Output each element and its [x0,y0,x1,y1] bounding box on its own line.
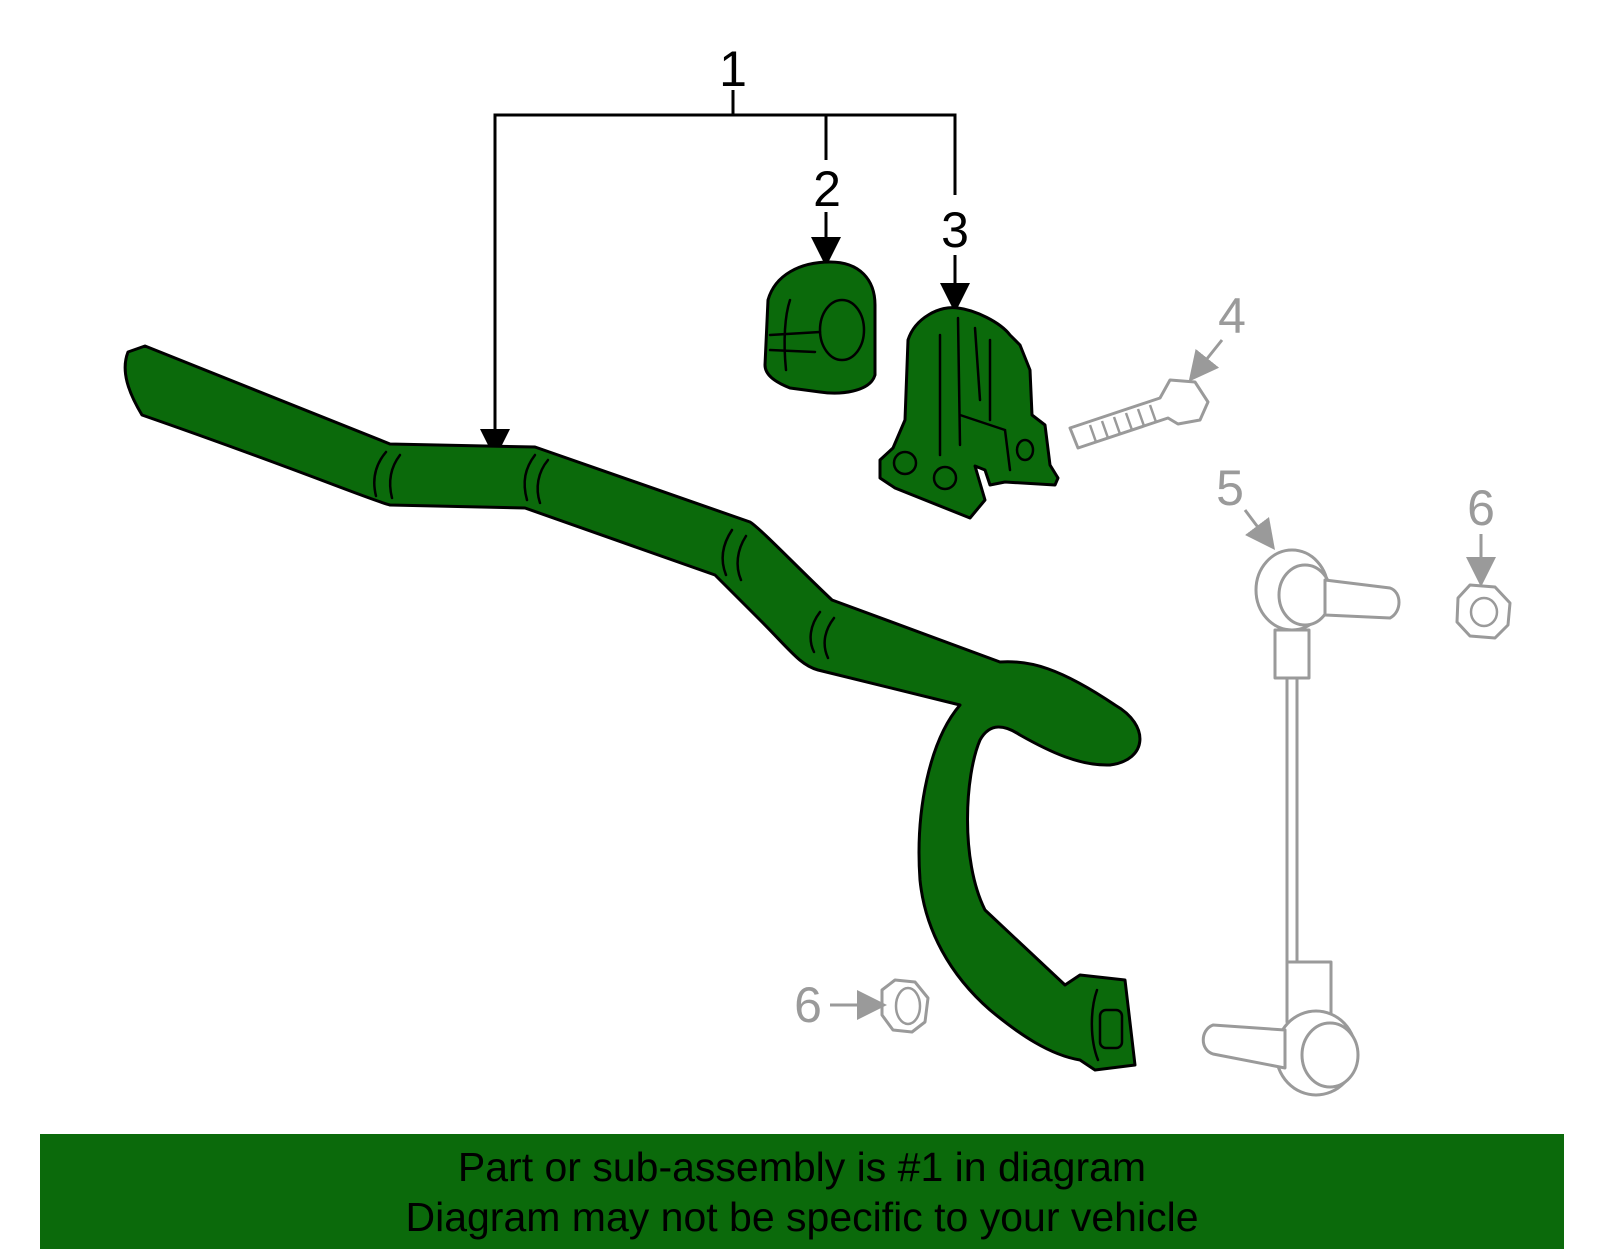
banner-line-1: Part or sub-assembly is #1 in diagram [457,1144,1147,1190]
callout-4-arrow [1188,339,1224,382]
bushing[interactable] [763,260,877,395]
callout-5[interactable]: 5 [1216,460,1244,516]
nut-bottom[interactable] [880,978,930,1034]
nut-top[interactable] [1455,583,1512,640]
info-banner: Part or sub-assembly is #1 in diagram Di… [40,1134,1564,1249]
callout-5-arrow [1243,509,1275,550]
callout-6-bottom[interactable]: 6 [794,977,822,1033]
callout-1-leader [480,90,957,459]
stabilizer-bar[interactable] [123,344,1142,1072]
bracket[interactable] [878,306,1060,520]
callout-6-top[interactable]: 6 [1467,480,1495,536]
callout-3[interactable]: 3 [941,202,969,258]
banner-line-2: Diagram may not be specific to your vehi… [405,1194,1199,1240]
callout-4[interactable]: 4 [1218,288,1246,344]
callout-1[interactable]: 1 [719,41,747,97]
callout-2[interactable]: 2 [813,161,841,217]
stabilizer-link[interactable] [1201,548,1401,1097]
bolt[interactable] [1068,378,1210,450]
